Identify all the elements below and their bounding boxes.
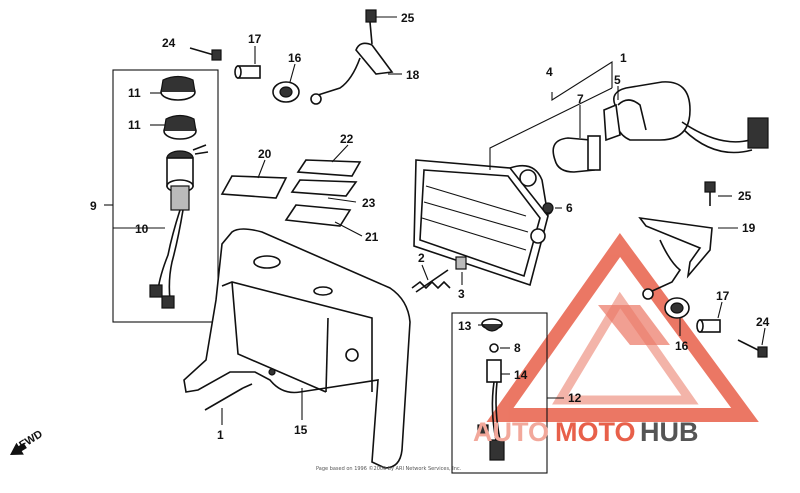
callout-1: 1 [217,428,224,442]
bolt-25-right [704,181,716,206]
socket-5 [603,81,769,154]
watermark-auto: AUTO [473,417,549,447]
nut-6 [542,202,554,214]
fwd-label: FWD [17,428,45,451]
callout-10: 10 [135,222,149,236]
callout-11b: 11 [128,118,141,132]
decal-22 [296,159,362,177]
decal-21 [284,204,352,227]
headlight-case [183,228,411,469]
callout-24b: 24 [756,315,770,329]
key-cap-upper [160,75,196,101]
callout-25a: 25 [401,11,415,25]
bulb-8 [489,343,499,353]
callout-16a: 16 [288,51,302,65]
callout-labels: 1 1 2 3 4 5 6 7 8 9 10 11 11 12 13 14 15… [90,11,770,442]
bolt-24-top [189,47,222,61]
key-cap-lower [163,114,197,140]
callout-20: 20 [258,147,272,161]
callout-15: 15 [294,423,308,437]
callout-1b: 1 [620,51,627,65]
callout-5: 5 [614,73,621,87]
headlight-unit [413,159,553,287]
bulb-7 [552,135,601,173]
ignition-switch [149,144,209,309]
bracket-19 [638,216,713,300]
wire-18 [310,9,394,105]
callout-6: 6 [566,201,573,215]
callout-24a: 24 [162,36,176,50]
callout-14: 14 [514,368,528,382]
callout-17a: 17 [248,32,262,46]
grommet-16-right [664,297,690,319]
screw-1 [204,383,253,411]
decal-22b [290,179,358,197]
bolt-24-right [737,339,768,358]
callout-3: 3 [458,287,465,301]
callout-2: 2 [418,251,425,265]
collar-17-top [234,65,261,79]
nut-3 [455,256,467,270]
callout-12: 12 [568,391,582,405]
callout-23: 23 [362,196,376,210]
callout-7: 7 [577,92,584,106]
group-box-12 [451,312,548,474]
socket-14 [477,359,505,461]
callout-8: 8 [514,341,521,355]
callout-9: 9 [90,199,97,213]
callout-18: 18 [406,68,420,82]
callout-16b: 16 [675,339,689,353]
watermark-logo [486,233,759,422]
watermark-text: AUTO MOTO HUB [473,417,699,447]
callout-4: 4 [546,65,553,79]
lens-13 [481,318,503,332]
callout-21: 21 [365,230,379,244]
collar-17-right [696,319,721,333]
copyright-text: Page based on 1996 ©2006 by ARI Network … [316,465,462,472]
decal-20 [220,175,288,199]
fwd-arrow-icon [10,442,27,455]
callout-25b: 25 [738,189,752,203]
watermark-hub: HUB [640,417,699,447]
callout-11a: 11 [128,86,141,100]
callout-22: 22 [340,132,354,146]
watermark-moto: MOTO [555,417,636,447]
grommet-16-top [272,81,300,103]
callout-13: 13 [458,319,472,333]
callout-19: 19 [742,221,756,235]
group-box-9 [112,69,219,323]
spring-2 [411,269,451,293]
callout-17b: 17 [716,289,730,303]
